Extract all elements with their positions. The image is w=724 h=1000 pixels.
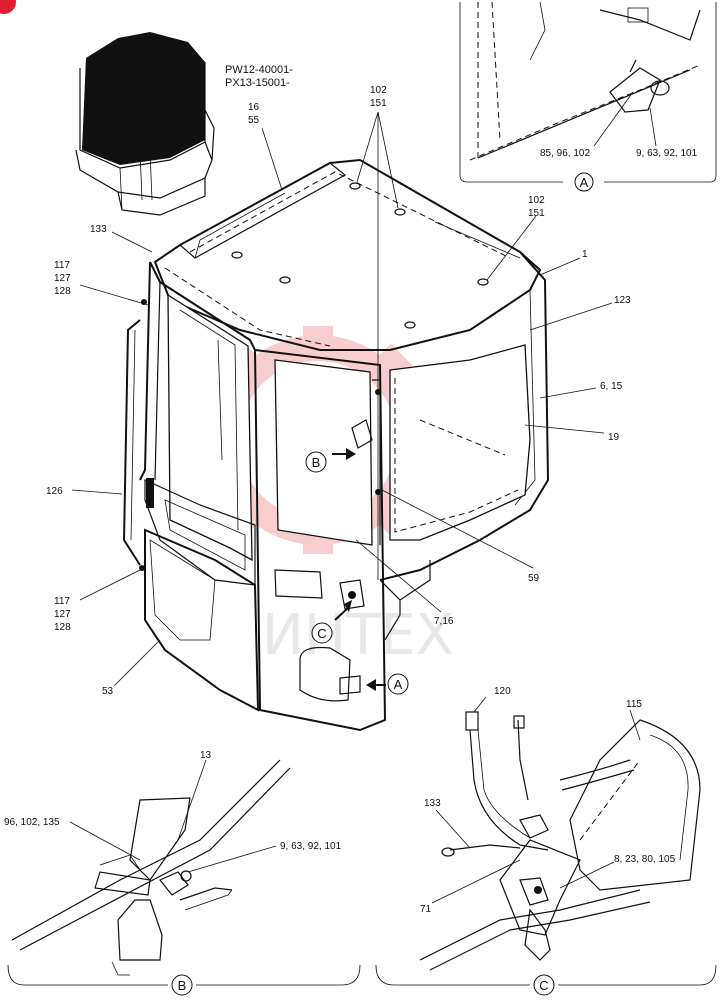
- label-151-right: 151: [528, 208, 545, 219]
- cab-roof: [153, 158, 542, 351]
- label-102-right: 102: [528, 195, 545, 206]
- callout-view-c-circle: [311, 622, 333, 644]
- label-1: 1: [582, 249, 588, 260]
- label-detail-c-71: 71: [420, 904, 432, 915]
- front-window: [167, 293, 253, 562]
- label-127-lower: 127: [54, 609, 71, 620]
- label-123: 123: [614, 295, 631, 306]
- label-55: 55: [248, 115, 260, 126]
- detail-c-drawing: [375, 711, 717, 986]
- detail-b-drawing: [7, 759, 361, 986]
- label-detail-b-9-63-92-101: 9, 63, 92, 101: [280, 841, 342, 852]
- label-detail-a-85-96-102: 85, 96, 102: [540, 148, 590, 159]
- door-handle-pocket: [274, 569, 323, 599]
- label-19: 19: [608, 432, 620, 443]
- callout-detail-c: C: [539, 978, 548, 993]
- right-window: [389, 344, 531, 541]
- view-arrows: [332, 448, 386, 691]
- label-117-upper: 117: [54, 260, 70, 271]
- label-detail-a-9-63-92-101: 9, 63, 92, 101: [636, 148, 698, 159]
- watermark-text: ИНТЕХ: [262, 603, 454, 668]
- callout-view-a-circle: [387, 673, 409, 695]
- main-cab-drawing: [122, 158, 550, 732]
- roof-bolt: [349, 182, 361, 190]
- callout-view-a: A: [394, 677, 403, 692]
- callout-detail-a: A: [580, 175, 589, 190]
- label-6-15: 6, 15: [600, 381, 623, 392]
- label-126: 126: [46, 486, 63, 497]
- detail-a-drawing: [459, 1, 717, 183]
- cab-thumbnail: [75, 32, 215, 216]
- label-detail-c-120: 120: [494, 686, 511, 697]
- label-detail-b-13: 13: [200, 750, 212, 761]
- door-latch-b: [351, 419, 373, 449]
- roof-bolt: [279, 276, 291, 284]
- callout-detail-b-circle: [171, 974, 193, 996]
- door-window: [274, 359, 373, 546]
- roof-bolt: [394, 208, 406, 216]
- roof-bolt: [231, 251, 243, 259]
- cab-door: [253, 348, 387, 732]
- thumbnail-dark-panel: [82, 32, 205, 165]
- serial-range-1: PW12-40001-: [225, 64, 293, 76]
- roof-bolt: [404, 321, 416, 329]
- door-lower-opening: [299, 646, 351, 702]
- label-117-lower: 117: [54, 596, 70, 607]
- corner-badge: [0, 0, 16, 14]
- callout-view-c: C: [317, 626, 326, 641]
- label-128-lower: 128: [54, 622, 71, 633]
- label-detail-c-115: 115: [626, 699, 642, 710]
- front-lower-panel: [144, 528, 260, 712]
- door-lock-c: [339, 579, 365, 610]
- handrail: [122, 319, 141, 566]
- serial-range-2: PX13-15001-: [225, 77, 290, 89]
- callout-detail-c-circle: [533, 974, 555, 996]
- leader-lines: [71, 111, 613, 687]
- label-53: 53: [102, 686, 114, 697]
- label-detail-c-8-23-80-105: 8, 23, 80, 105: [614, 854, 676, 865]
- label-151-top: 151: [370, 98, 387, 109]
- roof-bolt: [477, 278, 489, 286]
- callout-view-b: B: [312, 455, 321, 470]
- callout-view-b-circle: [305, 451, 327, 473]
- label-detail-c-133: 133: [424, 798, 441, 809]
- callout-detail-b: B: [178, 978, 187, 993]
- label-detail-b-96-102-135: 96, 102, 135: [4, 817, 60, 828]
- label-59: 59: [528, 573, 540, 584]
- label-127-upper: 127: [54, 273, 71, 284]
- label-128-upper: 128: [54, 286, 71, 297]
- label-133: 133: [90, 224, 107, 235]
- callout-detail-a-circle: [574, 172, 594, 192]
- label-7-16: 7,16: [434, 616, 454, 627]
- label-16: 16: [248, 102, 260, 113]
- label-102-top: 102: [370, 85, 387, 96]
